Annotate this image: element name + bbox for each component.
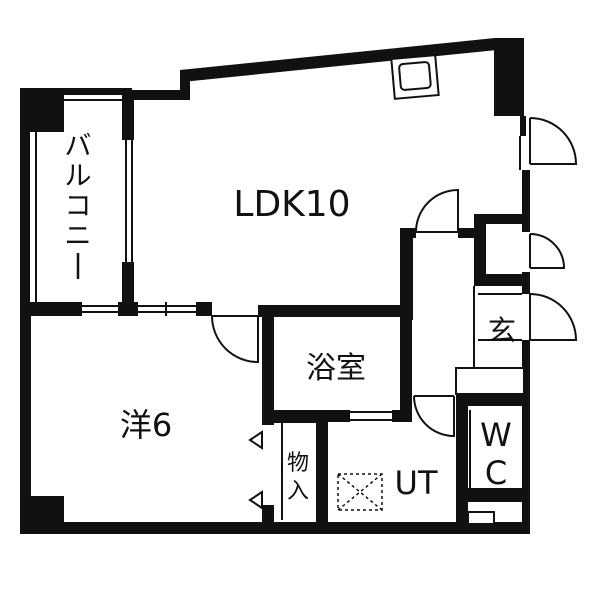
washer-space	[337, 473, 383, 511]
west-room-left-wall	[20, 303, 30, 533]
entrance-step	[455, 367, 525, 395]
right-wall-upper	[520, 116, 526, 136]
balcony-ldk-wall-top	[122, 90, 134, 140]
interior-walls	[20, 214, 530, 533]
right-wall-mid	[522, 170, 530, 232]
storage-label-top: 物	[287, 451, 309, 476]
kitchen-sink-basin	[398, 61, 432, 91]
ldk-upper-left-wall	[180, 70, 190, 98]
bath-label: 浴室	[306, 351, 366, 386]
west-room-door	[211, 315, 259, 364]
ldk-corridor-top-wall-b	[458, 228, 484, 238]
toilet-label-top: W	[480, 416, 512, 454]
west-room-top-wall-c	[196, 302, 212, 316]
toilet-label-bottom: C	[485, 454, 507, 492]
recess-bottom-wall	[474, 274, 530, 286]
top-wall	[180, 38, 497, 82]
balcony-top-wall	[20, 88, 132, 94]
balcony-label: バルコニ	[65, 131, 92, 252]
ldk-corridor-door	[415, 188, 459, 233]
ldk-bottom-wall	[258, 305, 413, 317]
wc-bottom-column	[468, 488, 530, 502]
ldk-corridor-top-wall	[400, 228, 416, 238]
entrance-door	[529, 293, 578, 341]
ldk-step-wall	[122, 90, 190, 100]
thin-lines	[29, 54, 525, 525]
bath-bottom-wall-left	[262, 410, 350, 422]
storage-door-marker-bottom	[248, 490, 263, 510]
ut-right-wall	[456, 396, 468, 532]
ldk-label: LDK10	[233, 184, 350, 225]
west-room-right-wall-top	[262, 305, 274, 425]
ut-door	[413, 395, 455, 438]
bottom-wall	[20, 522, 530, 534]
entrance-label: 玄	[488, 314, 516, 347]
doors	[211, 117, 578, 438]
room-labels: LDK10 バルコニ 洋6 浴室 物 入 UT 玄 W C	[65, 131, 517, 504]
right-top-column	[494, 38, 524, 116]
west-room-top-wall-b	[118, 302, 138, 316]
ldk-right-door	[529, 117, 578, 165]
west-room-right-wall-bottom	[262, 505, 274, 533]
balcony-left-wall	[20, 88, 30, 303]
storage-door-marker-top	[248, 430, 263, 450]
outer-walls	[20, 38, 530, 534]
wc-top-wall	[456, 394, 530, 406]
wc-vent	[467, 511, 495, 525]
storage-right-wall	[316, 422, 328, 532]
storage-label-bottom: 入	[287, 479, 309, 504]
right-wall-bottom	[522, 340, 530, 530]
balcony-ldk-wall-bottom	[122, 262, 134, 310]
utility-label: UT	[395, 464, 438, 502]
recess-left-wall	[474, 214, 486, 286]
recess-right-door	[529, 233, 566, 269]
bath-right-wall	[400, 228, 412, 422]
recess-top-wall	[474, 214, 526, 224]
west-room-top-wall-a	[20, 302, 82, 316]
western-room-label: 洋6	[120, 406, 172, 444]
